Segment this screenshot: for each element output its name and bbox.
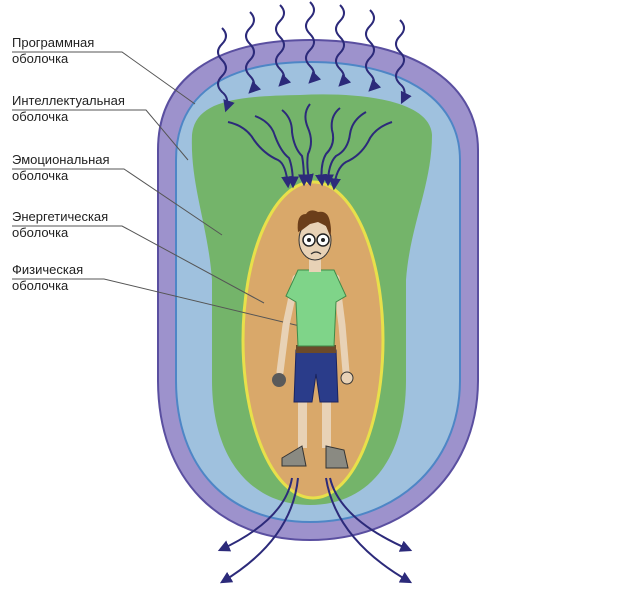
label-line: оболочка — [12, 225, 69, 240]
converging-arrow — [227, 121, 294, 189]
outgoing-arrow — [325, 477, 413, 584]
incoming-arrow — [365, 9, 382, 92]
right-shoe — [325, 445, 349, 469]
mouth — [310, 251, 322, 255]
hair — [297, 210, 331, 236]
label-line: Энергетическая — [12, 209, 109, 224]
leader-line-physical — [12, 278, 309, 329]
converging-arrow — [254, 115, 299, 189]
label-line: Физическая — [12, 262, 84, 277]
shorts — [293, 349, 339, 403]
incoming-arrow — [275, 4, 292, 87]
label-line: Программная — [12, 35, 95, 50]
right-leg — [322, 400, 331, 448]
incoming-arrow — [395, 19, 412, 105]
label-program-shell: Программная оболочка — [12, 35, 94, 67]
converging-arrow — [302, 103, 314, 187]
label-line: оболочка — [12, 168, 69, 183]
incoming-arrow — [305, 1, 322, 84]
label-line: оболочка — [12, 51, 69, 66]
outgoing-arrow — [329, 477, 413, 552]
left-leg — [298, 400, 307, 448]
left-pupil — [307, 238, 311, 242]
label-energy-shell: Энергетическая оболочка — [12, 209, 108, 241]
label-line: оболочка — [12, 278, 69, 293]
label-line: оболочка — [12, 109, 69, 124]
label-emotional-shell: Эмоциональная оболочка — [12, 152, 110, 184]
label-line: Эмоциональная — [12, 152, 110, 167]
outgoing-arrow — [217, 477, 293, 552]
converging-arrow — [322, 111, 367, 187]
label-physical-shell: Физическая оболочка — [12, 262, 83, 294]
leader-line-energy — [12, 225, 265, 304]
right-hand — [340, 371, 354, 385]
outgoing-arrow — [219, 477, 299, 584]
label-line: Интеллектуальная — [12, 93, 125, 108]
outgoing-arrows — [217, 477, 413, 584]
incoming-arrows — [217, 1, 412, 191]
label-intellectual-shell: Интеллектуальная оболочка — [12, 93, 125, 125]
neck — [309, 258, 321, 272]
leader-lines — [12, 51, 309, 329]
leader-line-program — [12, 51, 196, 105]
leader-line-intellectual — [12, 109, 189, 161]
converging-arrow — [281, 109, 310, 187]
incoming-arrow — [217, 27, 235, 113]
right-pupil — [321, 238, 325, 242]
left-shoe — [281, 445, 307, 467]
converging-arrow — [328, 121, 393, 191]
t-shirt — [285, 269, 347, 347]
converging-arrow — [315, 107, 341, 187]
belt — [296, 345, 336, 353]
incoming-arrow — [335, 4, 352, 87]
person-figure — [272, 210, 354, 469]
left-hand — [272, 373, 286, 387]
incoming-arrow — [245, 11, 262, 94]
leader-line-emotional — [12, 168, 223, 236]
